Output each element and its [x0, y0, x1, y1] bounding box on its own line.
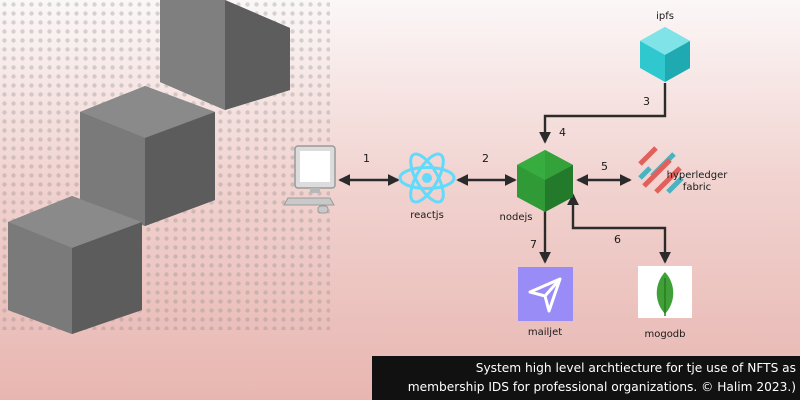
reactjs-label: reactjs [410, 210, 444, 221]
cube-bottom [8, 196, 142, 334]
caption-line-1: System high level archtiecture for tje u… [475, 361, 796, 375]
caption-line-2: membership IDS for professional organiza… [407, 380, 796, 394]
edge-number-2: 2 [482, 152, 489, 165]
hyperledger-label-line2: fabric [683, 182, 711, 193]
ipfs-label: ipfs [656, 11, 674, 22]
nodejs-icon [517, 150, 573, 212]
cube-top [160, 0, 290, 110]
mailjet-icon [518, 267, 573, 321]
ipfs-icon [640, 27, 690, 82]
edge-number-3: 3 [643, 95, 650, 108]
edge-number-4: 4 [559, 126, 566, 139]
mongodb-label: mogodb [644, 329, 685, 340]
hyperledger-fabric-icon [638, 146, 684, 194]
edge-number-7: 7 [530, 238, 537, 251]
computer-icon [283, 145, 336, 214]
background-decoration [0, 0, 330, 334]
mailjet-label: mailjet [528, 327, 562, 338]
edge-nodejs-mongodb [567, 193, 671, 264]
edge-numbers: 1 2 3 4 5 6 7 [363, 95, 650, 251]
nodejs-label: nodejs [500, 212, 533, 223]
edge-number-6: 6 [614, 233, 621, 246]
image-caption: System high level archtiecture for tje u… [372, 356, 800, 400]
edges [338, 83, 671, 264]
edge-ipfs-nodejs [539, 83, 667, 144]
edge-number-1: 1 [363, 152, 370, 165]
cube-middle [80, 86, 215, 226]
reactjs-icon [398, 152, 456, 204]
hyperledger-label-line1: hyperledger [667, 170, 729, 181]
edge-number-5: 5 [601, 160, 608, 173]
mongodb-icon [638, 266, 692, 318]
